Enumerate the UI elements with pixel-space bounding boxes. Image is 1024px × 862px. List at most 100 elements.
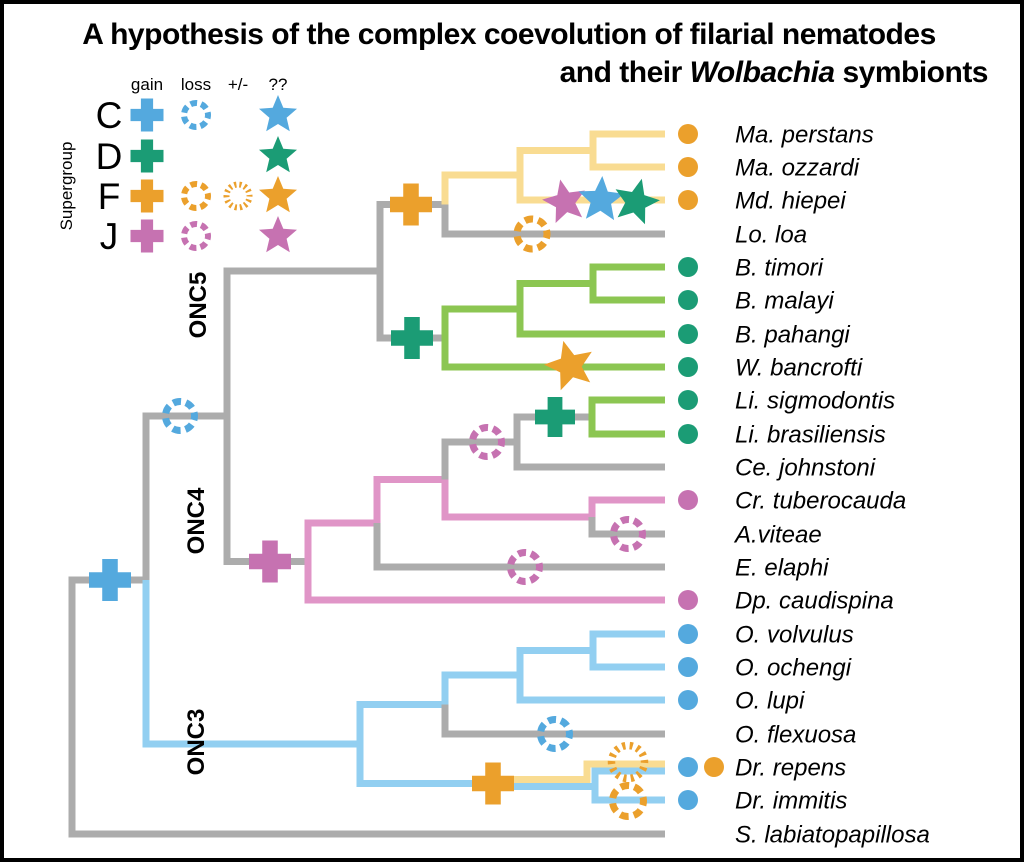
tip-row: O. volvulus [678,622,854,649]
tip-row: O. lupi [678,688,805,715]
plus-minus-fine-dashed-circle-icon [223,181,253,211]
gain-plus-icon [89,559,131,601]
title-line-2-prefix: and their [559,56,690,89]
legend-row: F [98,176,297,217]
legend-row: C [96,95,297,136]
unknown-star-icon [259,216,297,253]
tip-row: B. pahangi [678,322,850,349]
symbiont-dot [678,290,698,310]
tip-row: B. timori [678,255,824,282]
tip-row: Dp. caudispina [678,588,894,615]
unknown-star-icon [259,95,297,132]
symbiont-dot [704,757,724,777]
symbiont-dot [678,590,698,610]
symbiont-dot [678,124,698,144]
symbiont-dot [678,757,698,777]
species-label: E. elaphi [735,555,829,582]
species-label: S. labiatopapillosa [735,822,930,849]
tip-row: B. malayi [678,288,834,315]
symbiont-dot [678,690,698,710]
title-line-2-suffix: symbionts [834,56,988,89]
supergroup-letter: D [96,136,123,177]
tip-row: Li. sigmodontis [678,388,895,415]
species-label: Li. sigmodontis [735,388,895,415]
species-label: Ce. johnstoni [735,455,876,482]
unknown-star-icon [615,178,660,225]
unknown-star-icon [259,136,297,173]
tip-row: Ce. johnstoni [735,455,876,482]
tip-row: Dr. repens [678,755,846,782]
gain-plus-icon [130,219,164,253]
unknown-star-icon [542,179,585,223]
loss-dashed-circle-icon [537,716,573,752]
symbiont-dot [678,257,698,277]
symbiont-dot [678,390,698,410]
legend-column-header: ?? [269,75,288,94]
gain-plus-icon [130,139,164,173]
clade-label: ONC4 [183,487,210,554]
legend-row: J [100,216,297,257]
gain-plus-icon [472,762,514,805]
tip-row: E. elaphi [735,555,829,582]
gain-plus-icon [249,540,291,583]
species-label: Ma. perstans [735,122,874,149]
species-label: W. bancrofti [735,355,863,382]
supergroup-letter: J [100,216,119,257]
legend-axis-label: Supergroup [57,142,76,231]
legend-column-header: gain [131,75,163,94]
supergroup-letter: F [98,176,121,217]
tip-row: S. labiatopapillosa [735,822,930,849]
loss-dashed-circle-icon [181,221,211,251]
unknown-star-icon [578,176,625,221]
species-label: Cr. tuberocauda [735,488,906,515]
tip-row: Dr. immitis [678,788,847,815]
species-label: O. lupi [735,688,805,715]
species-label: Md. hiepei [735,188,846,215]
legend-row: D [96,136,297,177]
species-label: Dp. caudispina [735,588,894,615]
clade-label: ONC3 [183,709,210,776]
tip-row: Li. brasiliensis [678,422,886,449]
species-label: O. volvulus [735,622,854,649]
gain-plus-icon [390,183,432,226]
species-label: B. malayi [735,288,834,315]
symbiont-dot [678,357,698,377]
loss-dashed-circle-icon [469,424,505,460]
species-label: O. flexuosa [735,722,856,749]
tip-row: Md. hiepei [678,188,846,215]
title-line-2: and their Wolbachia symbionts [30,56,989,90]
symbiont-dot [678,190,698,210]
species-label: Li. brasiliensis [735,422,886,449]
supergroup-letter: C [96,95,123,136]
species-label: Dr. immitis [735,788,847,815]
loss-dashed-circle-icon [181,100,211,130]
unknown-star-icon [544,340,592,391]
symbiont-dot [678,424,698,444]
species-label: Lo. loa [735,222,807,249]
species-label: B. timori [735,255,824,282]
loss-dashed-circle-icon [181,181,211,211]
tip-row: Lo. loa [735,222,807,249]
plus-minus-fine-dashed-circle-icon [607,741,649,783]
gain-plus-icon [130,179,164,213]
loss-dashed-circle-icon [610,516,646,552]
symbiont-dot [678,657,698,677]
tip-row: Cr. tuberocauda [678,488,906,515]
tip-row: A.viteae [733,522,822,549]
unknown-star-icon [259,176,297,213]
tree-event-symbols [89,176,660,820]
symbiont-dot [678,490,698,510]
tip-row: W. bancrofti [678,355,863,382]
title-wolbachia-italic: Wolbachia [689,56,835,89]
species-label: B. pahangi [735,322,850,349]
title-line-1: A hypothesis of the complex coevolution … [82,18,936,51]
legend-column-header: loss [181,75,211,94]
symbiont-dot [678,790,698,810]
tip-row: O. ochengi [678,655,852,682]
